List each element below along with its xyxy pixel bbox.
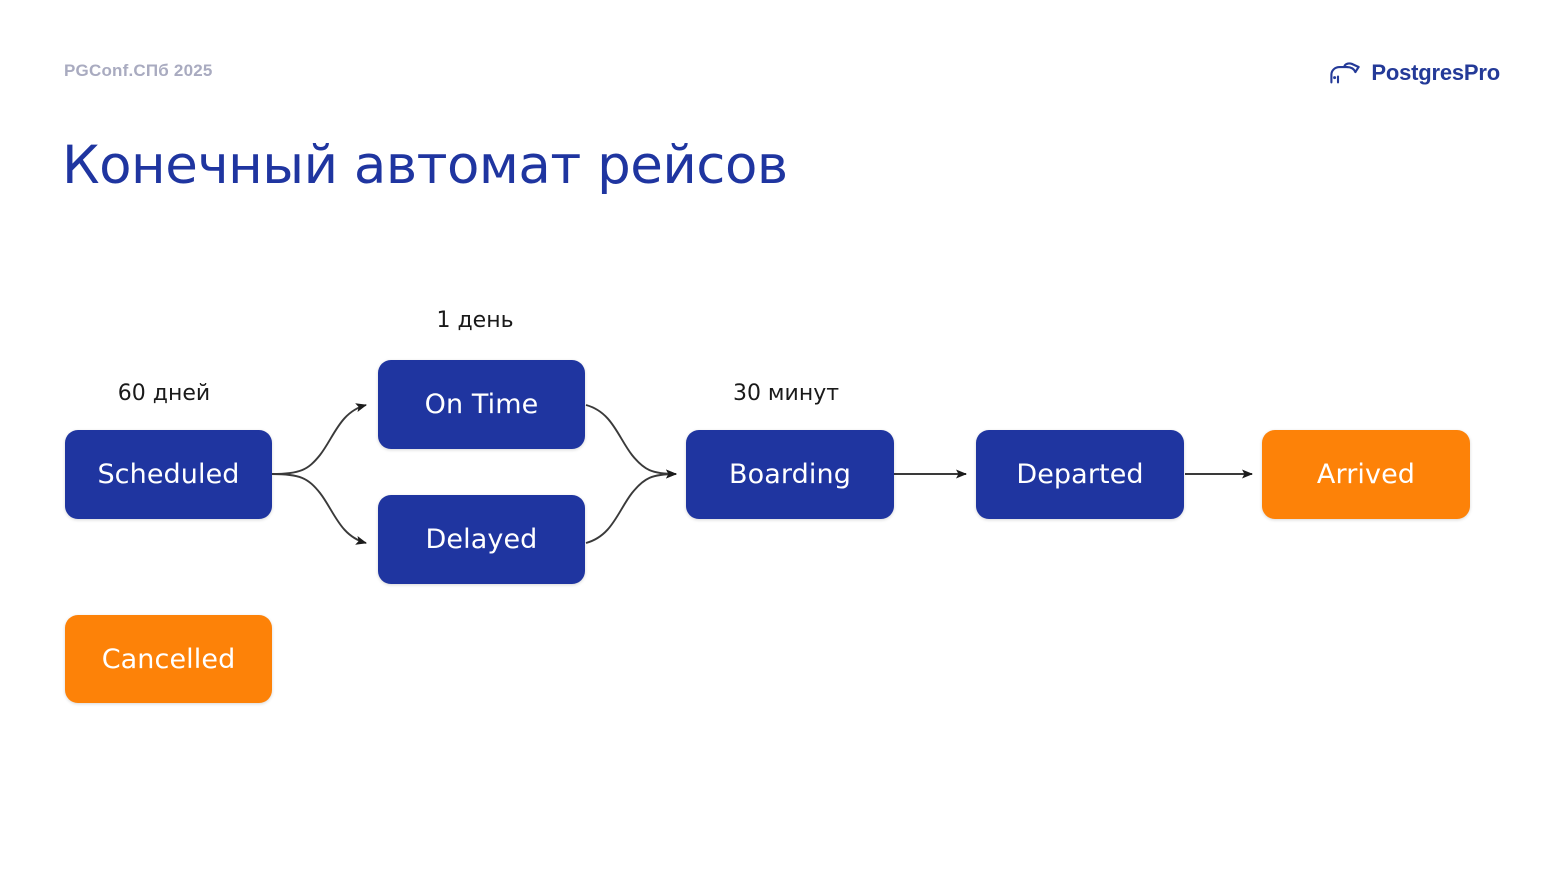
edge-delayed-to-boarding [585, 469, 677, 544]
edge-label-scheduled-timeout: 60 дней [117, 381, 211, 406]
state-node-label: Cancelled [101, 643, 236, 675]
state-node-cancelled[interactable]: Cancelled [65, 615, 272, 703]
state-node-boarding[interactable]: Boarding [686, 430, 894, 519]
state-node-label: On Time [424, 389, 539, 420]
state-node-label: Arrived [1316, 459, 1416, 490]
state-node-scheduled[interactable]: Scheduled [65, 430, 272, 519]
edge-on-time-to-boarding [585, 404, 677, 479]
state-node-label: Scheduled [97, 459, 240, 490]
postgrespro-logo: PostgresPro [1328, 58, 1500, 88]
edge-scheduled-to-on-time [271, 403, 367, 475]
state-node-label: Departed [1016, 459, 1144, 490]
brand-name: PostgresPro [1371, 60, 1500, 85]
conference-label: PGConf.СПб 2025 [64, 61, 213, 80]
edge-label-on-time-timeout: 1 день [436, 308, 514, 333]
elephant-icon [1328, 61, 1362, 85]
state-node-arrived[interactable]: Arrived [1262, 430, 1470, 519]
state-node-delayed[interactable]: Delayed [378, 495, 585, 584]
page-title: Конечный автомат рейсов [62, 134, 788, 196]
edge-scheduled-to-delayed [271, 473, 367, 545]
edge-label-boarding-timeout: 30 минут [732, 381, 840, 406]
state-node-departed[interactable]: Departed [976, 430, 1184, 519]
state-node-label: Boarding [729, 459, 851, 490]
state-node-label: Delayed [425, 524, 538, 555]
state-node-on-time[interactable]: On Time [378, 360, 585, 449]
